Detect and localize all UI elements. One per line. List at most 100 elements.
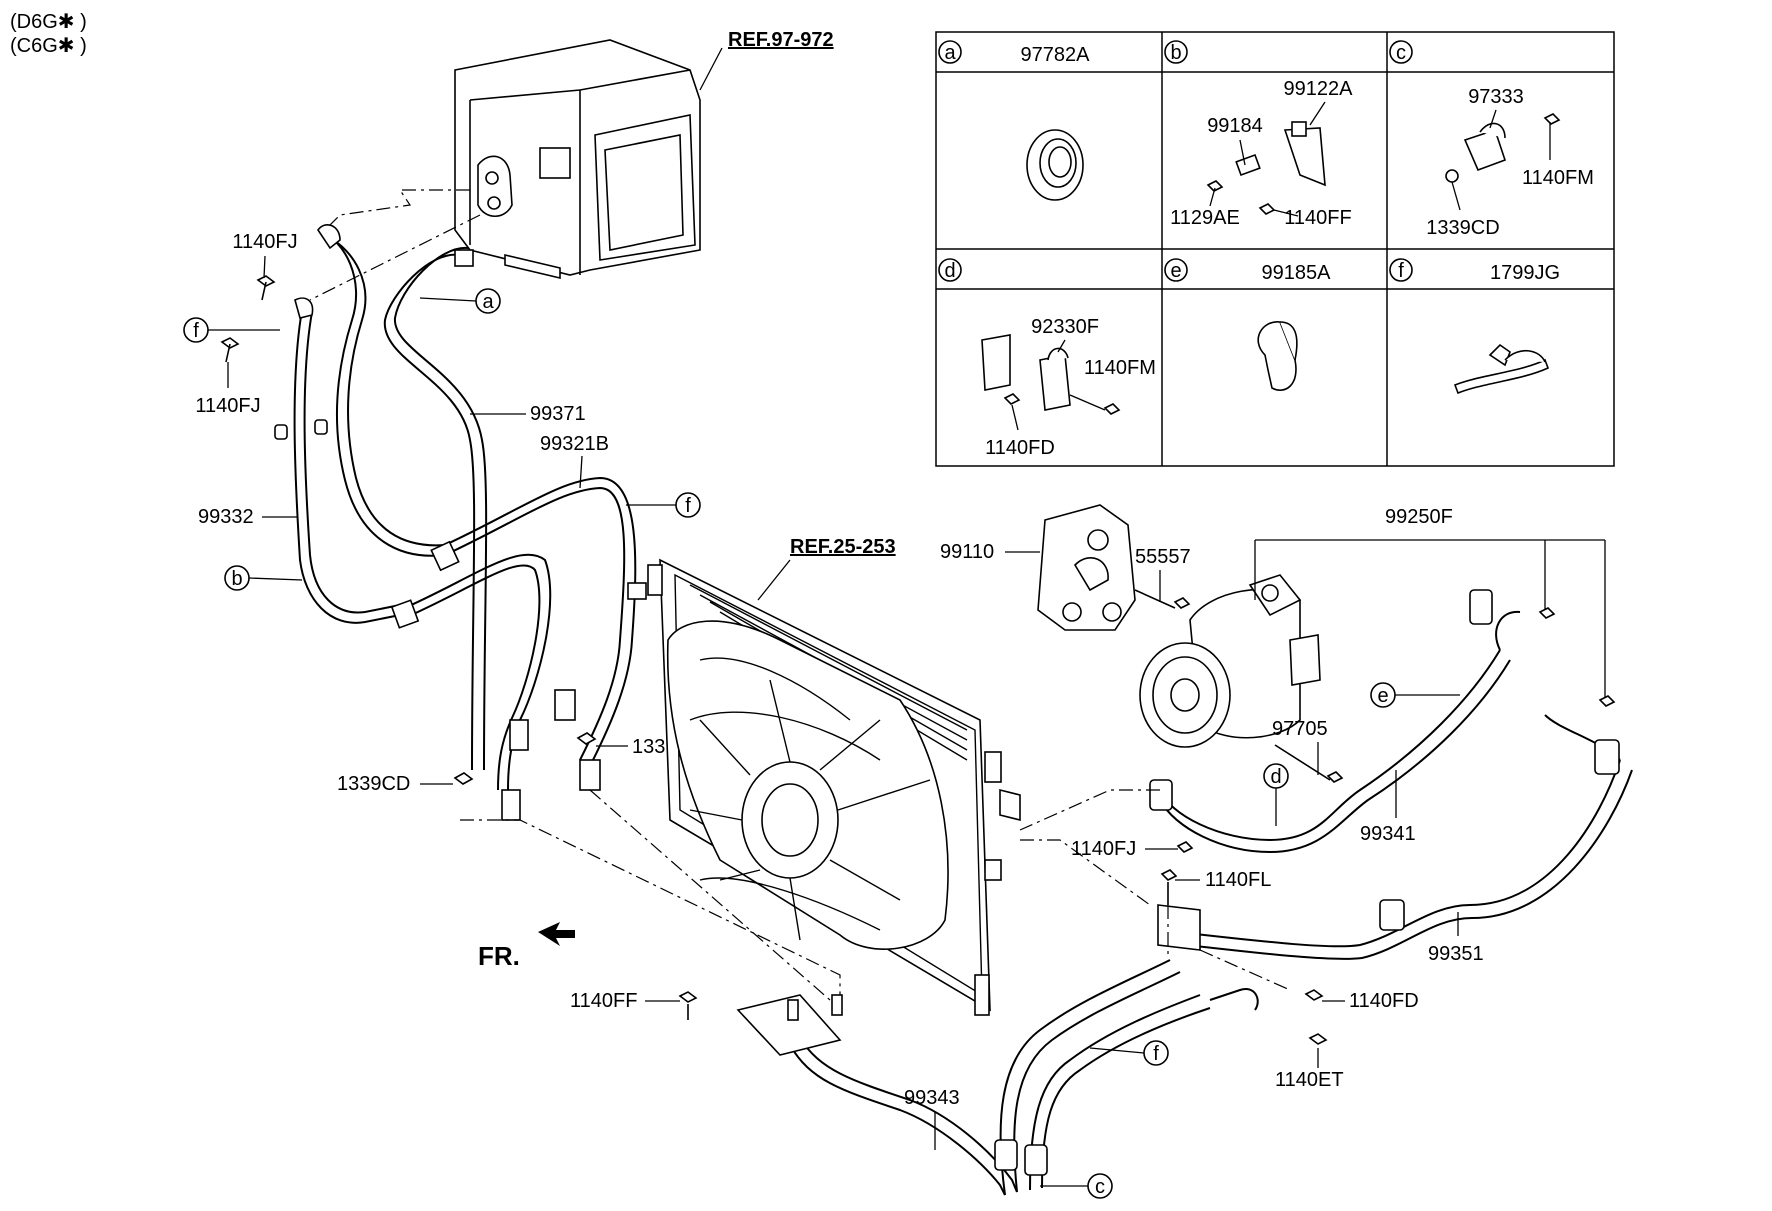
bolt-1140fj-left — [220, 337, 240, 363]
front-direction-arrow-icon — [538, 922, 575, 946]
leader-1140fj-top — [263, 255, 266, 279]
legend-d-part-92330f: 92330F — [1031, 316, 1099, 338]
grommet-icon — [1026, 129, 1084, 201]
tag-f-1-letter: f — [193, 320, 199, 342]
hose-fitting-2 — [390, 599, 420, 629]
callout-99371[interactable]: 99371 — [530, 403, 586, 425]
callout-99332[interactable]: 99332 — [198, 506, 254, 528]
hose-99371 — [383, 246, 488, 771]
pipe-99343-fitting-1 — [994, 1139, 1018, 1171]
bolt-99250f-1 — [1538, 607, 1556, 619]
hose-99351-fitting-2 — [1379, 899, 1405, 931]
legend-b-part-99122a: 99122A — [1284, 78, 1354, 100]
legend-f-letter: f — [1398, 260, 1404, 282]
hose-fitting-8 — [317, 224, 341, 250]
tag-d-1-letter: d — [1270, 766, 1281, 788]
variant-label-c6g: (C6G✱ ) — [10, 35, 87, 57]
bolt-99250f-2 — [1598, 695, 1616, 707]
bracket-assembly-icon — [981, 334, 1121, 431]
legend-c-part-1339cd: 1339CD — [1426, 217, 1499, 239]
hose-fitting-1 — [430, 540, 460, 572]
hose-99321b — [319, 231, 637, 763]
pipe-99343 — [789, 959, 1259, 1196]
callout-1140fj-left[interactable]: 1140FJ — [195, 395, 260, 417]
tag-a-1-letter: a — [482, 291, 494, 313]
nut-1339cd-mid — [576, 732, 597, 745]
hose-99341-fitting-2 — [1469, 589, 1493, 625]
legend-d-letter: d — [944, 260, 955, 282]
ref-radiator-label[interactable]: REF.25-253 — [790, 536, 896, 558]
legend-b-part-99184: 99184 — [1207, 115, 1263, 137]
variant-label-d6g: (D6G✱ ) — [10, 11, 87, 33]
tag-c-1-letter: c — [1095, 1176, 1105, 1198]
bolt-1140fl — [1160, 869, 1178, 905]
callout-99343[interactable]: 99343 — [904, 1087, 960, 1109]
tag-f-2-letter: f — [685, 495, 691, 517]
legend-e-letter: e — [1170, 260, 1181, 282]
callout-99321b[interactable]: 99321B — [540, 433, 609, 455]
legend-c-letter: c — [1396, 42, 1406, 64]
tag-f-3-letter: f — [1153, 1043, 1159, 1065]
ref-hvac-label[interactable]: REF.97-972 — [728, 29, 834, 51]
legend-a-badge — [938, 40, 962, 64]
compressor-drawing — [1139, 574, 1321, 748]
dash-block — [1019, 789, 1169, 955]
callout-1140et[interactable]: 1140ET — [1275, 1069, 1344, 1091]
legend-c-part-1140fm: 1140FM — [1522, 167, 1594, 189]
callout-1140fl[interactable]: 1140FL — [1205, 869, 1271, 891]
grommet-small-2 — [314, 419, 328, 435]
pipe-bracket-stud-2 — [831, 994, 843, 1016]
callout-99110[interactable]: 99110 — [940, 541, 994, 563]
hose-99332 — [293, 309, 401, 624]
callout-97705[interactable]: 97705 — [1272, 718, 1328, 740]
callout-99250f[interactable]: 99250F — [1385, 506, 1453, 528]
bolt-1140ff — [678, 991, 698, 1020]
ref-hvac-leader — [699, 47, 723, 91]
hose-fitting-6 — [579, 759, 601, 791]
callout-1140fj-mid[interactable]: 1140FJ — [1071, 838, 1136, 860]
callout-99351[interactable]: 99351 — [1428, 943, 1484, 965]
legend-f-code: 1799JG — [1490, 262, 1560, 284]
bolt-1140fd — [1304, 989, 1324, 1001]
leader-99250f — [1254, 539, 1606, 700]
leader-tag-b-1 — [248, 577, 303, 581]
legend-d-part-1140fd: 1140FD — [985, 437, 1055, 459]
legend-f-badge — [1389, 258, 1413, 282]
hose-99341-fitting — [1149, 779, 1173, 811]
legend-a-code: 97782A — [1021, 44, 1091, 66]
hose-99351-fitting — [1594, 739, 1620, 775]
hose-fitting-4 — [509, 719, 529, 751]
legend-d-part-1140fm: 1140FM — [1084, 357, 1156, 379]
block-connector — [1157, 904, 1201, 951]
cable-tie-icon — [1453, 343, 1550, 395]
leader-99321b — [579, 455, 583, 489]
legend-d-badge — [938, 258, 962, 282]
dash-right-1 — [1020, 839, 1291, 991]
legend-e-code: 99185A — [1262, 262, 1332, 284]
callout-99341[interactable]: 99341 — [1360, 823, 1416, 845]
legend-b-badge — [1164, 40, 1188, 64]
legend-c-part-97333: 97333 — [1468, 86, 1524, 108]
legend-b-part-1140ff: 1140FF — [1284, 207, 1351, 229]
tag-e-1-letter: e — [1377, 685, 1388, 707]
callout-1339cd-left[interactable]: 1339CD — [337, 773, 410, 795]
legend-b-letter: b — [1170, 42, 1181, 64]
bracket-clip-icon — [1206, 101, 1326, 217]
hose-fitting-7 — [454, 249, 474, 267]
hose-fitting-9 — [294, 297, 314, 319]
callout-1140ff[interactable]: 1140FF — [570, 990, 637, 1012]
dash-lower-1 — [460, 819, 841, 1000]
dash-hvac-2 — [309, 214, 481, 301]
pipe-clip-icon — [1257, 321, 1298, 391]
dash-hvac-1 — [324, 189, 470, 231]
legend-e-badge — [1164, 258, 1188, 282]
hose-fitting-3 — [554, 689, 576, 721]
condenser-fan-assembly — [627, 558, 1021, 1016]
bolt-55557 — [1134, 589, 1191, 609]
callout-55557[interactable]: 55557 — [1135, 546, 1191, 568]
callout-1140fd[interactable]: 1140FD — [1349, 990, 1419, 1012]
legend-table — [935, 31, 1615, 467]
callout-1140fj-top[interactable]: 1140FJ — [232, 231, 297, 253]
bolt-1140fj-top — [256, 275, 276, 301]
nut-1339cd-left — [453, 772, 474, 785]
